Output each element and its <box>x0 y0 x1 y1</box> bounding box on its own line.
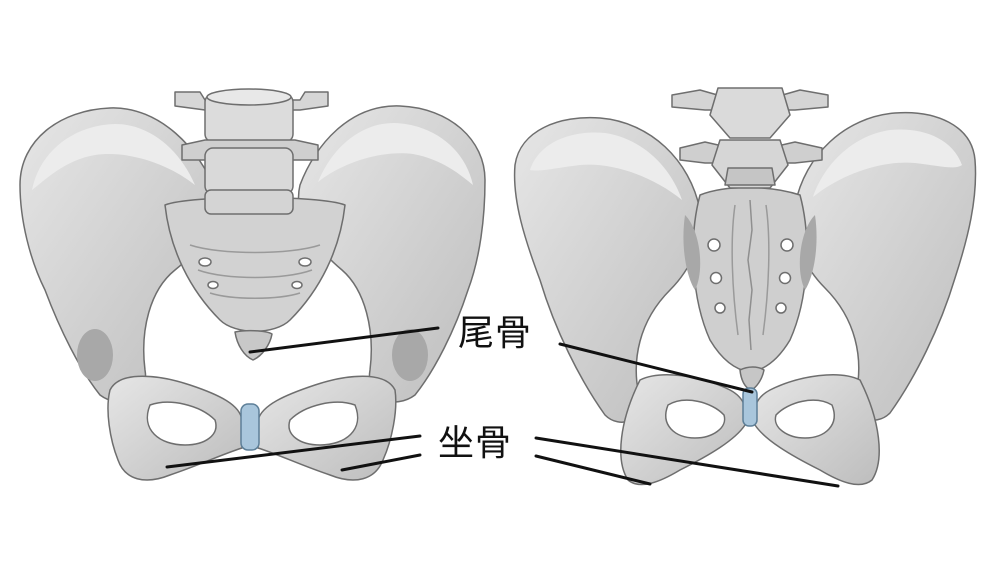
posterior-sacral-foramen <box>780 238 794 252</box>
ischium-leader-left-1 <box>165 434 422 469</box>
coccyx-label: 尾骨 <box>458 313 533 354</box>
sacral-foramen <box>207 280 219 290</box>
sacral-ridge-1 <box>189 244 321 254</box>
ischium-label: 坐骨 <box>438 423 513 464</box>
lumbar-vertebrae-back <box>671 87 829 189</box>
sacrum <box>164 196 346 332</box>
sacral-crest-left <box>731 204 739 336</box>
right-ilium-back-highlight <box>813 129 962 197</box>
right-acetabulum <box>392 329 428 381</box>
pelvis-front-view <box>19 88 486 481</box>
ischium-leader-right-1 <box>534 436 840 488</box>
left-iliac-crest-shadow <box>32 124 195 190</box>
left-sacroiliac-joint <box>683 215 701 290</box>
right-obturator-foramen-back <box>774 399 835 439</box>
left-ilium-back <box>513 116 702 423</box>
pelvis-back-view <box>513 87 977 486</box>
left-ilium-back-highlight <box>530 132 682 200</box>
coccyx-leader-right <box>558 342 754 394</box>
median-sacral-crest <box>747 199 753 351</box>
coccyx-back <box>739 366 765 391</box>
sacral-foramen <box>291 280 303 290</box>
posterior-sacral-foramen <box>778 271 792 285</box>
sacral-crest-right <box>762 204 770 336</box>
right-sacroiliac-joint <box>799 215 817 290</box>
left-obturator-foramen <box>146 401 217 446</box>
right-obturator-foramen <box>288 401 359 446</box>
left-ilium <box>19 107 217 403</box>
right-iliac-crest-shadow <box>318 123 473 185</box>
left-obturator-foramen-back <box>665 399 726 439</box>
pubic-symphysis-front <box>240 403 260 451</box>
pubic-symphysis-back <box>742 387 758 427</box>
posterior-sacral-foramen <box>709 271 723 285</box>
posterior-sacral-foramen <box>775 302 787 314</box>
right-ilium-back <box>793 111 977 421</box>
leader-lines <box>165 326 840 488</box>
left-acetabulum <box>77 329 113 381</box>
sacral-foramen <box>298 257 312 267</box>
coccyx-leader-left <box>248 326 440 354</box>
sacral-ridge-3 <box>209 292 301 299</box>
coccyx-front <box>234 329 273 361</box>
lumbar-vertebrae-front <box>174 88 329 215</box>
sacral-foramen <box>198 257 212 267</box>
ischium-leader-left-2 <box>340 453 422 472</box>
ischium-leader-right-2 <box>534 454 652 486</box>
posterior-sacral-foramen <box>714 302 726 314</box>
posterior-sacral-foramen <box>707 238 721 252</box>
sacral-ridge-2 <box>197 269 313 279</box>
